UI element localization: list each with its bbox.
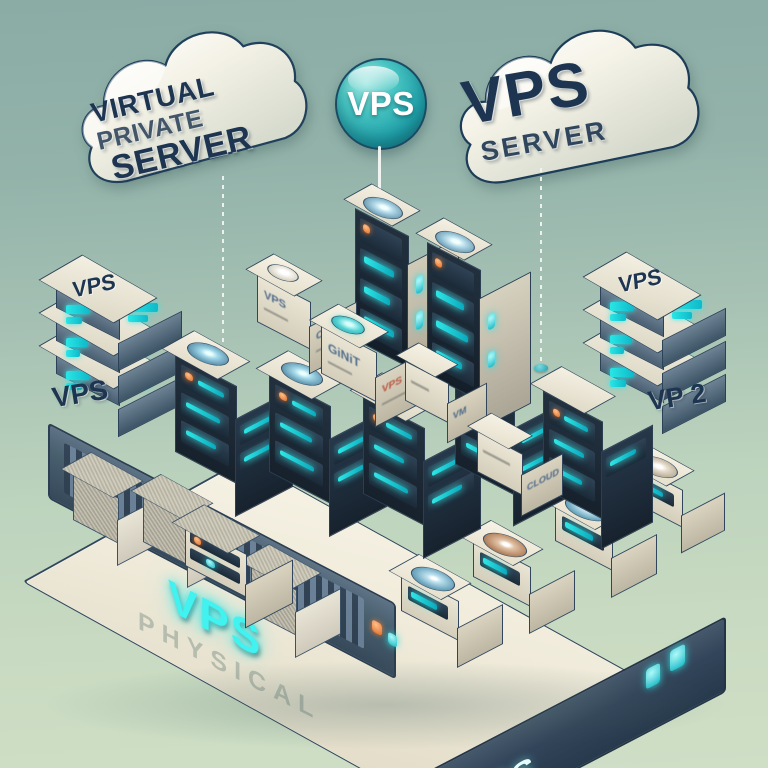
badge-connector-line [378, 146, 381, 200]
status-led-cyan-1 [388, 631, 397, 649]
right-cloud-connector [540, 168, 542, 368]
left-cloud-connector [222, 176, 224, 366]
vps-badge-label: VPS [347, 85, 415, 122]
stack-left-caption: VPS [49, 373, 111, 414]
vps-server-cloud: VPS SERVER [438, 18, 710, 193]
virtual-private-server-cloud: VIRTUAL PRIVATE SERVER [62, 18, 314, 193]
cube-c-side-label: VM [453, 404, 467, 422]
cube-d-side-label: CLOUD [527, 466, 559, 493]
right-connector-endpoint [534, 364, 548, 372]
ground-shadow [40, 660, 730, 750]
status-led-orange [372, 619, 382, 637]
vps-badge[interactable]: VPS [335, 58, 427, 150]
